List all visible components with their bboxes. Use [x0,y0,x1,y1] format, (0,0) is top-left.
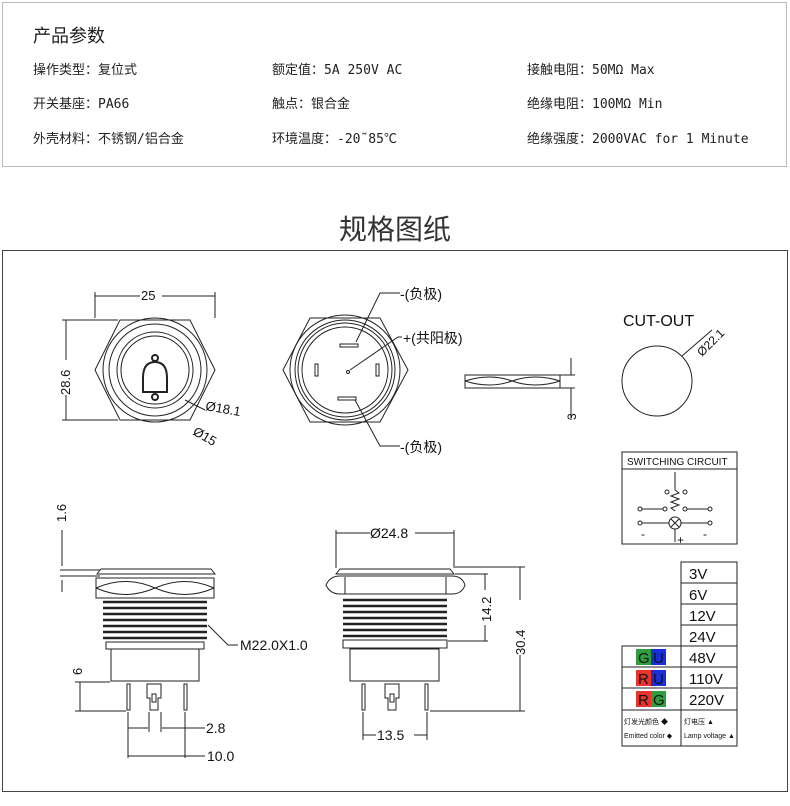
nut-thickness-label: 3 [565,413,579,420]
pin-width-label: 2.8 [206,720,226,736]
spec-base: 开关基座：PA66 [33,97,130,112]
front-d2-label: Ø15 [191,424,220,449]
color-u: U [653,671,664,688]
circuit-minus-right: - [703,527,707,541]
spec-contact: 触点：银合金 [272,97,351,112]
spec-rating: 额定值：5A 250V AC [272,63,403,78]
nut-side-view: 3 [464,358,579,420]
voltage-110v: 110V [689,671,723,688]
circuit-minus-left: - [641,527,645,541]
bell-icon [142,354,168,401]
negative-bottom-label: -(负极) [400,439,442,455]
spec-contact-resistance: 接触电阻：50MΩ Max [527,63,655,78]
voltage-220v: 220V [689,692,724,709]
color-u: U [653,650,664,667]
pin-span-left-label: 10.0 [207,748,234,764]
cap-thickness-label: 1.6 [54,504,69,522]
thread-label: M22.0X1.0 [240,637,308,653]
circuit-plus: + [677,533,684,547]
pin-height-label: 6 [70,668,85,675]
color-r: R [638,671,649,688]
circuit-title: SWITCHING CIRCUIT [627,457,728,468]
negative-top-label: -(负极) [400,286,442,302]
front-d1-label: Ø18.1 [204,398,241,419]
side-view-right: Ø24.8 14.2 30.4 13.5 [325,525,528,743]
front-view: 25 28.6 Ø18.1 Ø15 [58,288,242,449]
switching-circuit: SWITCHING CIRCUIT - - + [621,451,738,547]
legend-voltage-cn: 灯电压 ▲ [684,717,714,726]
color-g: G [638,650,650,667]
cutout-title: CUT-OUT [623,313,694,330]
spec-dielectric-strength: 绝缘强度：2000VAC for 1 Minute [527,132,749,147]
spec-shell-material: 外壳材料：不锈钢/铝合金 [33,132,184,147]
color-g: G [653,692,665,709]
total-height-label: 30.4 [513,630,528,655]
legend-color-cn: 灯发光颜色 ◆ [624,717,668,726]
voltage-3v: 3V [689,566,707,583]
voltage-12v: 12V [689,608,716,625]
cap-diameter-label: Ø24.8 [370,525,408,541]
voltage-24v: 24V [689,629,716,646]
spec-panel [2,2,787,167]
pin-span-right-label: 13.5 [377,727,404,743]
color-r: R [638,692,649,709]
spec-temperature: 环境温度：-20˜85℃ [272,132,397,147]
voltage-48v: 48V [689,650,716,667]
positive-label: +(共阳极) [403,330,463,346]
voltage-table: G U R U R G 3V 6V 12V 24V 48V 110V 220V … [621,561,738,747]
spec-insulation-resistance: 绝缘电阻：100MΩ Min [527,97,663,112]
front-height-label: 28.6 [58,370,73,395]
thread-length-label: 14.2 [479,597,494,622]
legend-color-en: Emitted color ◆ [624,733,673,740]
spec-operation-type: 操作类型：复位式 [33,63,138,78]
rear-view: -(负极) +(共阳极) -(负极) [282,286,463,455]
voltage-6v: 6V [689,587,707,604]
spec-title: 产品参数 [33,26,105,47]
legend-voltage-en: Lamp voltage ▲ [684,733,735,740]
drawing-panel [2,250,788,792]
side-view-left: 1.6 M22.0X1.0 6 2.8 10.0 [54,504,308,764]
front-width-label: 25 [141,288,155,303]
drawing-heading: 规格图纸 [338,213,451,246]
cutout-view: CUT-OUT Ø22.1 [621,313,727,417]
